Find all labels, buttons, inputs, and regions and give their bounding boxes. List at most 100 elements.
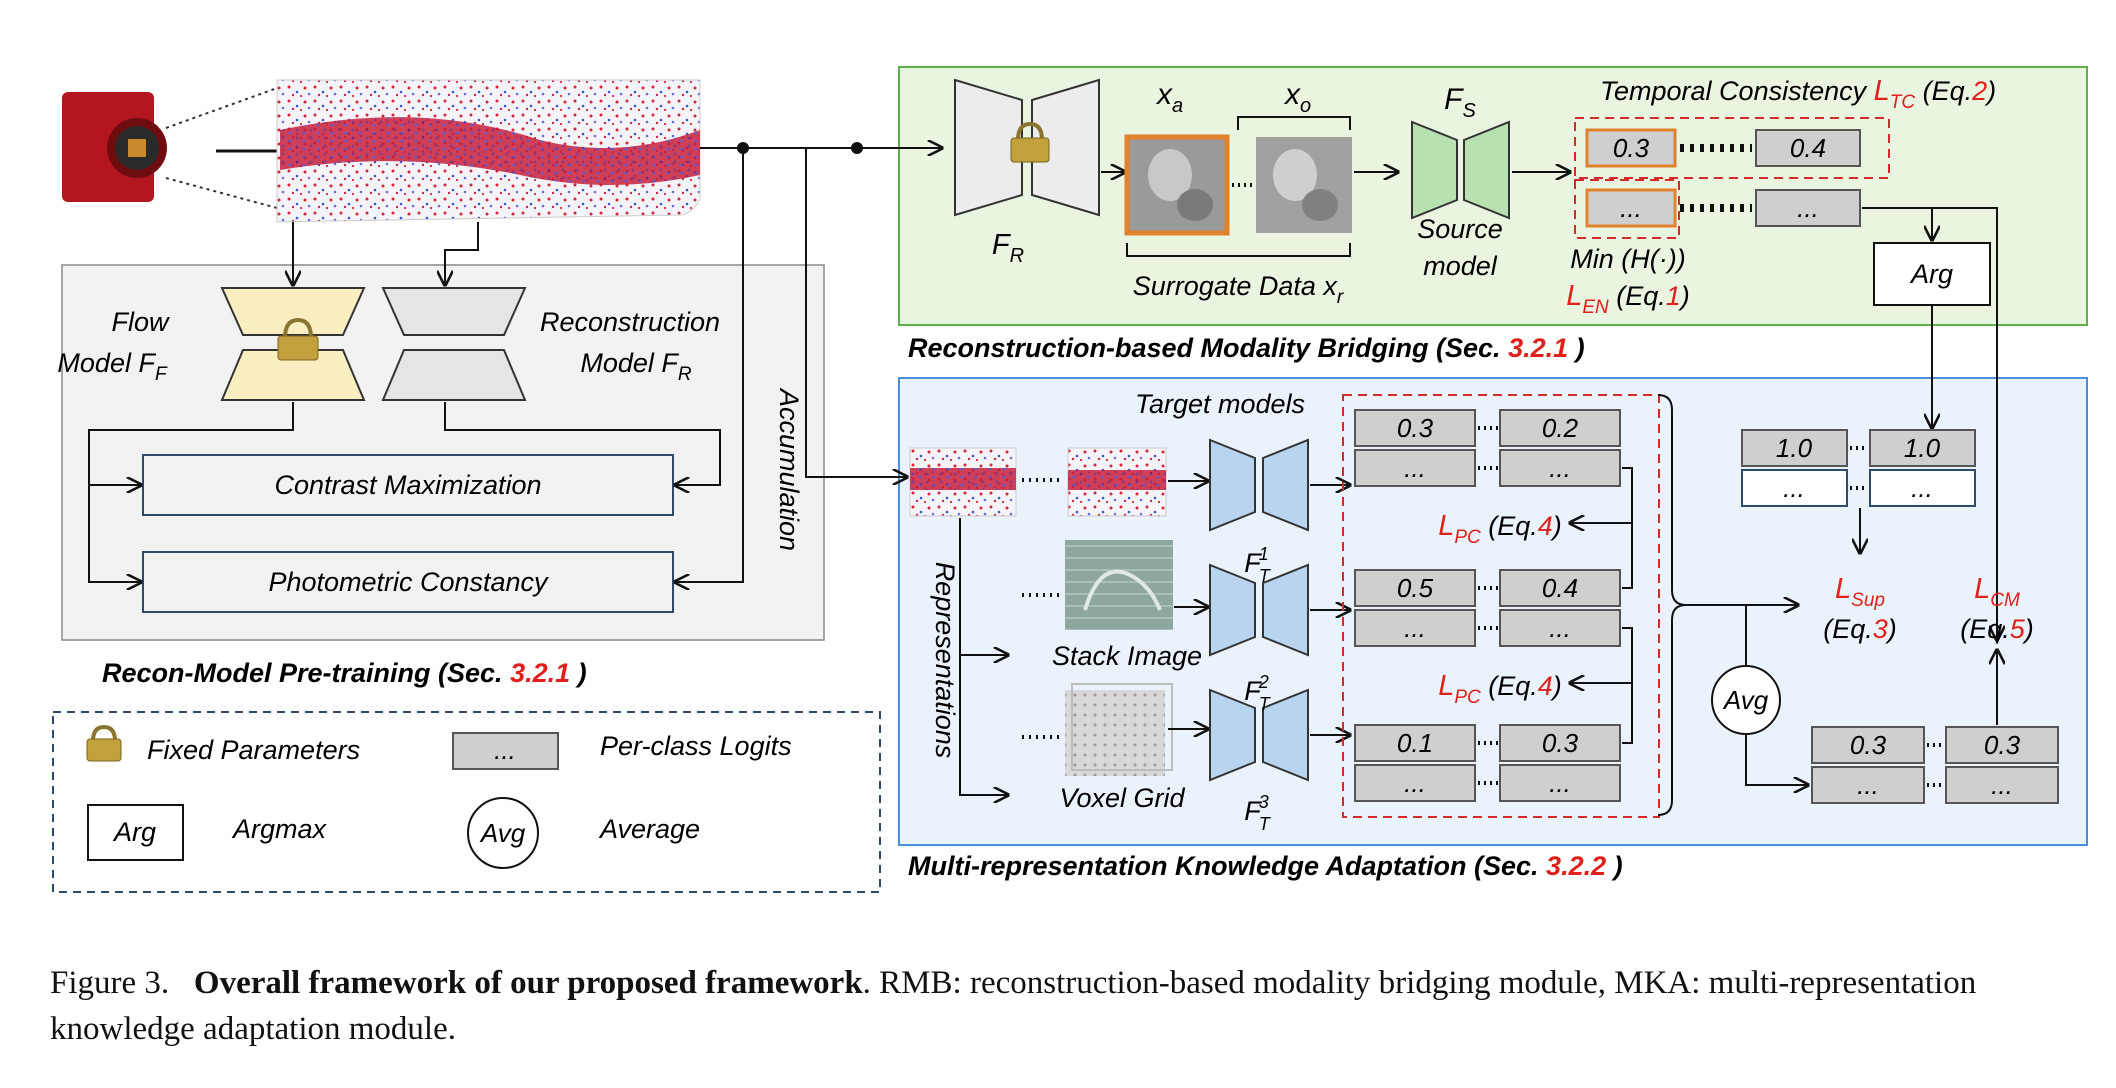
lock-icon xyxy=(1010,121,1050,163)
target-logits-region xyxy=(1342,394,1660,818)
flow-model xyxy=(220,287,366,401)
photometric-constancy-label: Photometric Constancy xyxy=(268,567,549,597)
reconstruction-model-label-2: Model FR xyxy=(580,348,692,385)
contrast-maximization-box xyxy=(142,454,674,516)
contrast-maximization-label: Contrast Maximization xyxy=(274,470,541,500)
avg-logit-value: ... xyxy=(1991,770,2013,800)
logit-box xyxy=(1354,569,1476,607)
frozen-reconstruction-model xyxy=(954,78,1100,217)
tc-dashed-region xyxy=(1574,117,1890,179)
logit-value: 0.4 xyxy=(1542,573,1578,603)
pseudo-label-box xyxy=(1869,469,1976,507)
logit-value: ... xyxy=(1620,193,1642,223)
sup-eq-label: (Eq.3) xyxy=(1823,614,1897,644)
source-model-label-2: model xyxy=(1423,251,1498,281)
surrogate-frame-a xyxy=(1124,134,1230,236)
target-model-3 xyxy=(1209,688,1309,782)
cm-loss-label: LCM xyxy=(1974,573,2020,611)
logit-value: 0.3 xyxy=(1613,133,1650,163)
avg-logit-box xyxy=(1945,766,2059,804)
representation-events-b xyxy=(1067,447,1167,517)
logit-value: 0.5 xyxy=(1397,573,1434,603)
pc-loss-label-2: LPC (Eq.4) xyxy=(1438,670,1562,708)
logit-value: ... xyxy=(1404,613,1426,643)
lock-icon xyxy=(86,724,122,762)
legend-avg-label: Avg xyxy=(479,818,526,848)
target-model-1 xyxy=(1209,438,1309,532)
surrogate-data-label: Surrogate Data xr xyxy=(1133,271,1344,308)
avg-logit-value: 0.3 xyxy=(1850,730,1887,760)
flow-model-label-2: Model FF xyxy=(57,348,168,385)
logit-value: ... xyxy=(1404,453,1426,483)
average-label: Avg xyxy=(1722,685,1769,715)
legend-per-class-logits: Per-class Logits xyxy=(600,731,792,761)
legend-argmax: Argmax xyxy=(231,814,328,844)
legend-arg-box xyxy=(87,804,184,861)
logit-box xyxy=(1755,189,1861,227)
logit-value: 0.3 xyxy=(1542,728,1579,758)
stack-image-label: Stack Image xyxy=(1052,641,1202,671)
stack-image-thumbnail xyxy=(1065,540,1173,630)
lock-icon xyxy=(277,317,319,361)
legend-logits-box xyxy=(452,732,559,770)
logit-box xyxy=(1499,449,1621,487)
argmax-label: Arg xyxy=(1909,259,1953,289)
logit-value: ... xyxy=(1549,768,1571,798)
figure-caption: Figure 3. Overall framework of our propo… xyxy=(50,960,2070,1052)
temporal-consistency-label: Temporal Consistency LTC (Eq.2) xyxy=(1600,75,1996,113)
logit-box xyxy=(1499,724,1621,762)
legend xyxy=(52,711,881,893)
cm-eq-label: (Eq.5) xyxy=(1960,614,2034,644)
logit-value: ... xyxy=(1404,768,1426,798)
legend-fixed-parameters: Fixed Parameters xyxy=(147,735,360,765)
xa-label: xa xyxy=(1155,78,1183,117)
representation-events-a xyxy=(909,447,1017,517)
caption-rest: . RMB: reconstruction-based modality bri… xyxy=(50,965,1977,1047)
logit-box xyxy=(1499,569,1621,607)
reconstruction-model-label-1: Reconstruction xyxy=(540,307,720,337)
argmax-box xyxy=(1873,242,1991,306)
logit-box xyxy=(1499,764,1621,802)
legend-logits-box-label: ... xyxy=(494,735,516,765)
recon-panel-title: Recon-Model Pre-training (Sec. 3.2.1 ) xyxy=(102,658,587,688)
voxel-grid-label: Voxel Grid xyxy=(1059,783,1185,813)
logit-box xyxy=(1354,409,1476,447)
logit-box xyxy=(1354,764,1476,802)
fs-label: FS xyxy=(1444,83,1476,122)
logit-box xyxy=(1354,449,1476,487)
pseudo-label-box xyxy=(1741,429,1848,467)
entropy-loss-label: LEN (Eq.1) xyxy=(1566,280,1690,318)
legend-arg-label: Arg xyxy=(112,817,156,847)
reconstruction-model xyxy=(381,287,527,401)
framework-diagram: Flow Model FF Reconstruction Model FR Co… xyxy=(52,66,2088,893)
target-model-2 xyxy=(1209,563,1309,657)
source-model xyxy=(1411,120,1510,220)
avg-logit-box xyxy=(1811,726,1925,764)
flow-model-label-1: Flow xyxy=(111,307,170,337)
event-stream-image xyxy=(276,79,701,223)
voxel-grid-thumbnail xyxy=(1065,683,1173,776)
logit-box xyxy=(1585,188,1677,228)
mka-panel-title: Multi-representation Knowledge Adaptatio… xyxy=(908,851,1623,881)
en-dashed-region xyxy=(1574,179,1680,239)
min-entropy-label: Min (H(·)) xyxy=(1570,244,1685,274)
logit-value: 0.4 xyxy=(1790,133,1826,163)
avg-logit-value: ... xyxy=(1857,770,1879,800)
surrogate-frame-o xyxy=(1256,137,1352,233)
logit-value: 0.2 xyxy=(1542,413,1579,443)
logit-box xyxy=(1354,609,1476,647)
logit-box xyxy=(1499,609,1621,647)
logit-box xyxy=(1354,724,1476,762)
target-models-label: Target models xyxy=(1135,389,1305,419)
fr-label: FR xyxy=(992,229,1024,267)
logit-box xyxy=(1585,128,1677,168)
accumulation-label: Accumulation xyxy=(774,387,804,551)
logit-value: ... xyxy=(1797,193,1819,223)
caption-bold: Overall framework of our proposed framew… xyxy=(193,965,863,1001)
pc-loss-label-1: LPC (Eq.4) xyxy=(1438,510,1562,548)
logit-value: ... xyxy=(1549,453,1571,483)
sup-loss-label: LSup xyxy=(1835,573,1885,611)
event-camera-icon xyxy=(62,92,167,202)
